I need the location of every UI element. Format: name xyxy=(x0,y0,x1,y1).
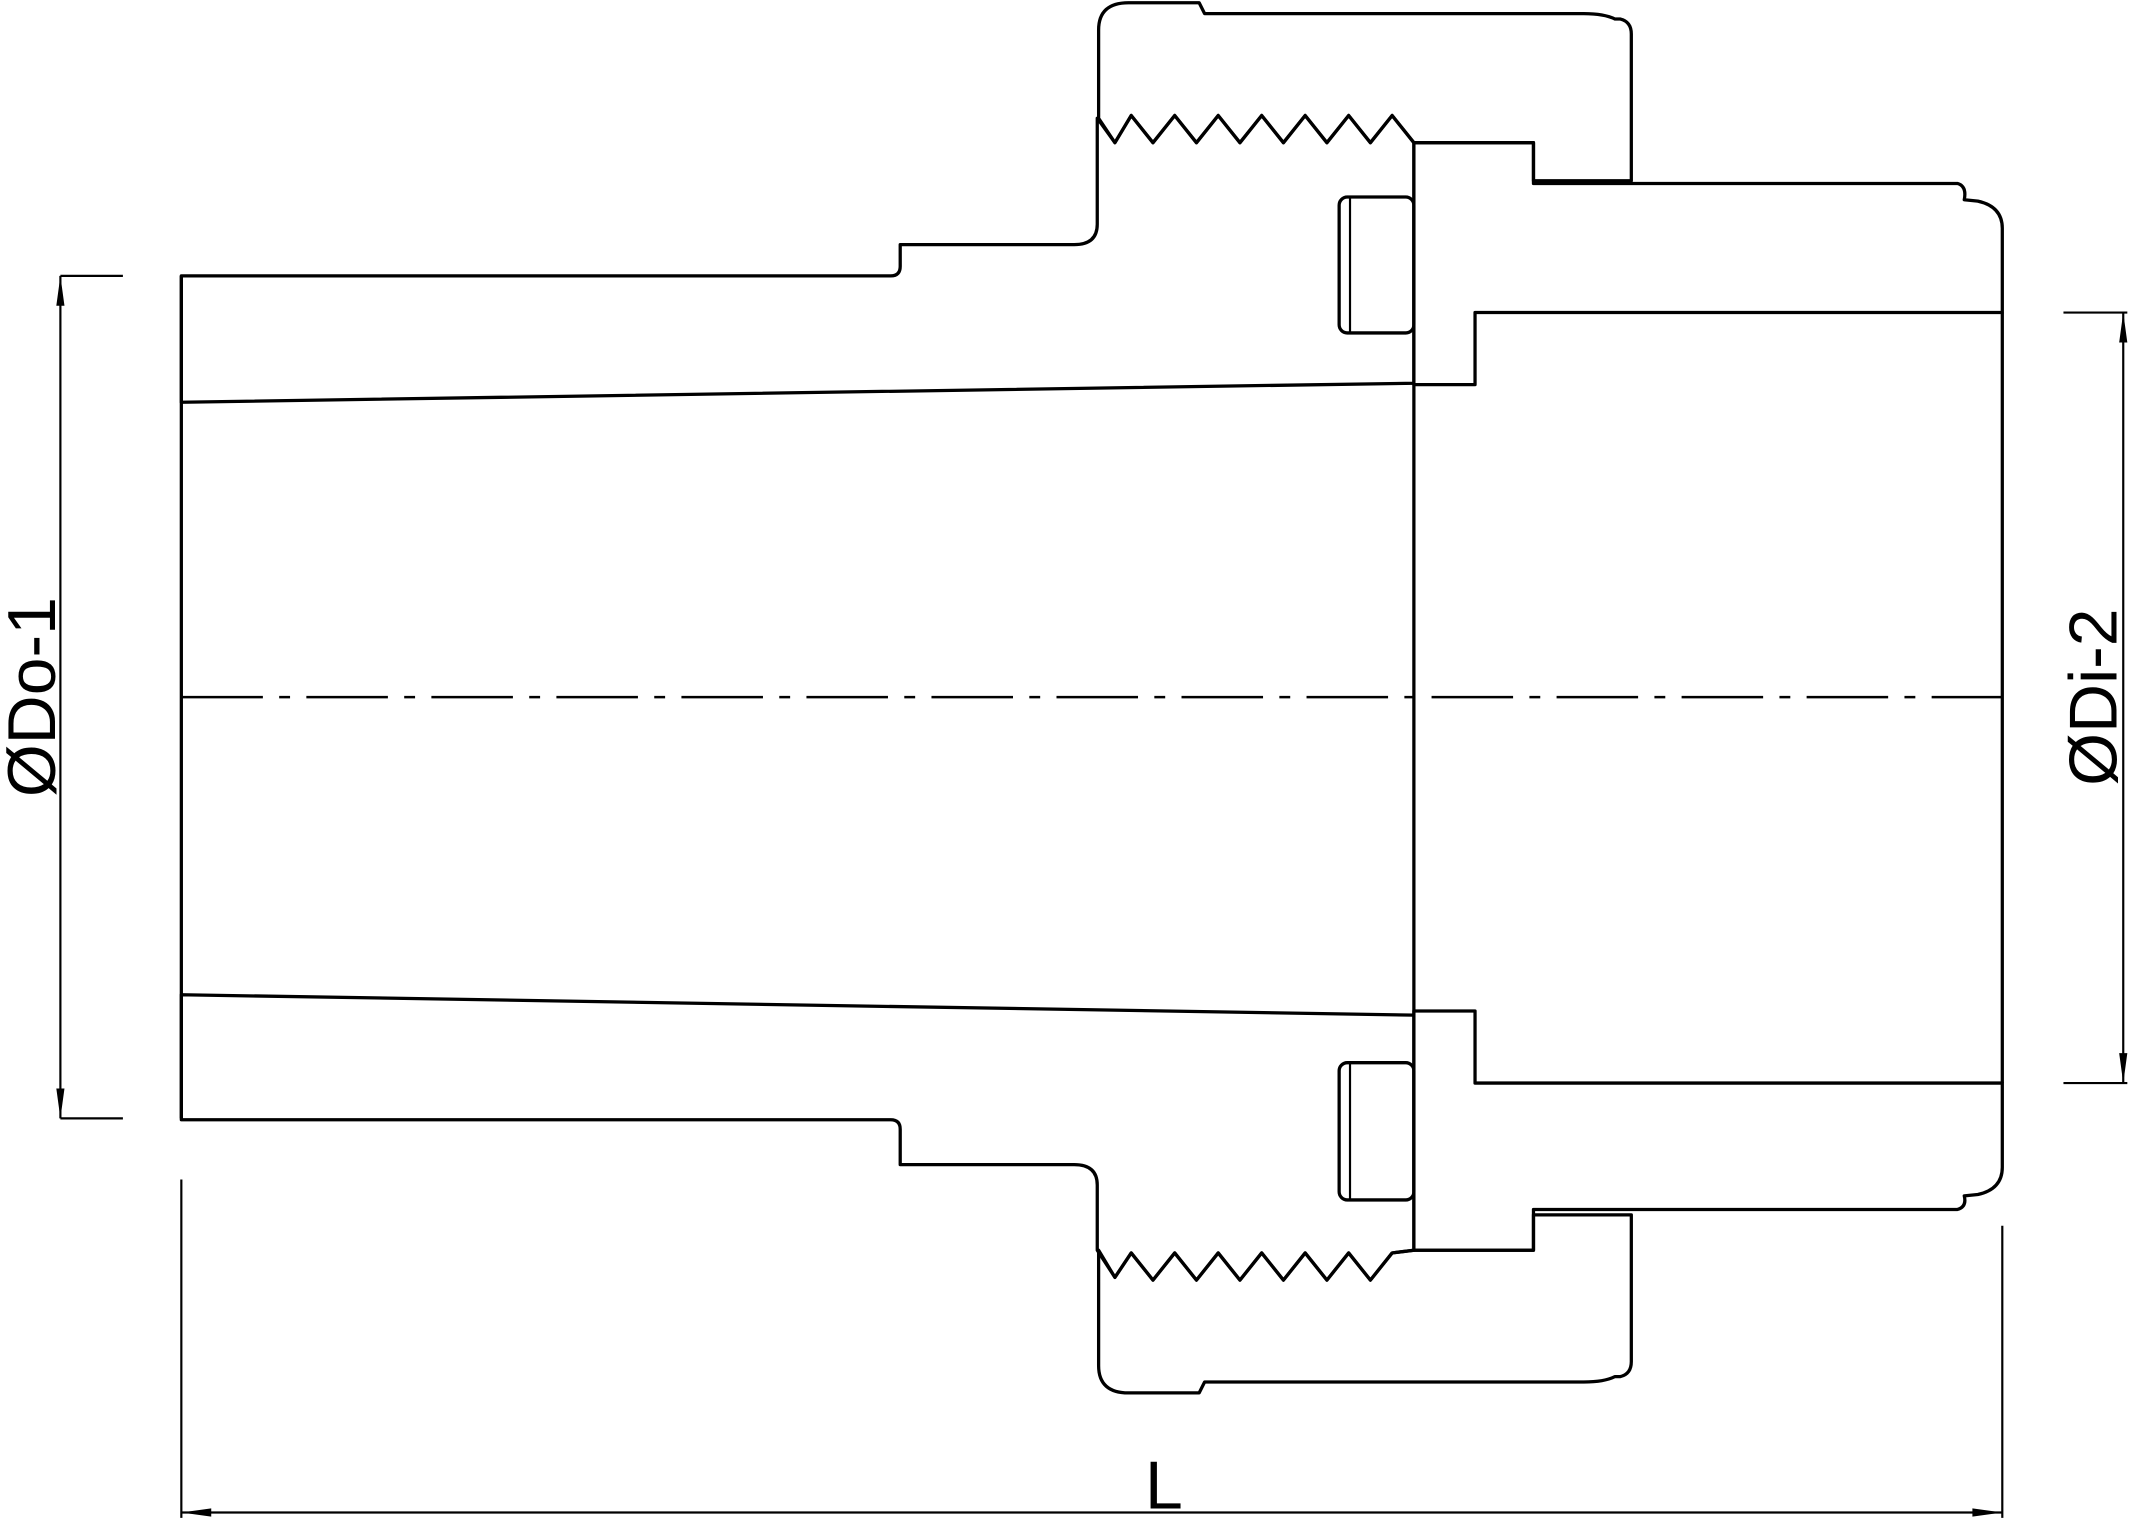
o-ring-groove-bottom xyxy=(1337,1061,1416,1202)
union-nut-section-bottom xyxy=(1096,1213,1633,1395)
tail-piece-section-top xyxy=(1412,141,2004,387)
length-label: L xyxy=(1145,1447,1183,1522)
dimension-length: L xyxy=(180,1179,2004,1522)
dimension-inner-diameter: ØDi-2 xyxy=(2055,311,2131,1085)
male-body-section-bottom xyxy=(179,993,1416,1282)
male-body-section-top xyxy=(179,113,1416,404)
union-nut-section-top xyxy=(1096,1,1633,183)
section-bottom-half xyxy=(179,993,2004,1395)
dimension-outer-diameter: ØDo-1 xyxy=(0,274,123,1120)
tail-piece-section-bottom xyxy=(1412,1009,2004,1252)
inner-diameter-label: ØDi-2 xyxy=(2055,608,2131,785)
outer-diameter-label: ØDo-1 xyxy=(0,597,70,797)
section-top-half xyxy=(179,1,2004,404)
o-ring-groove-top xyxy=(1337,195,1416,335)
